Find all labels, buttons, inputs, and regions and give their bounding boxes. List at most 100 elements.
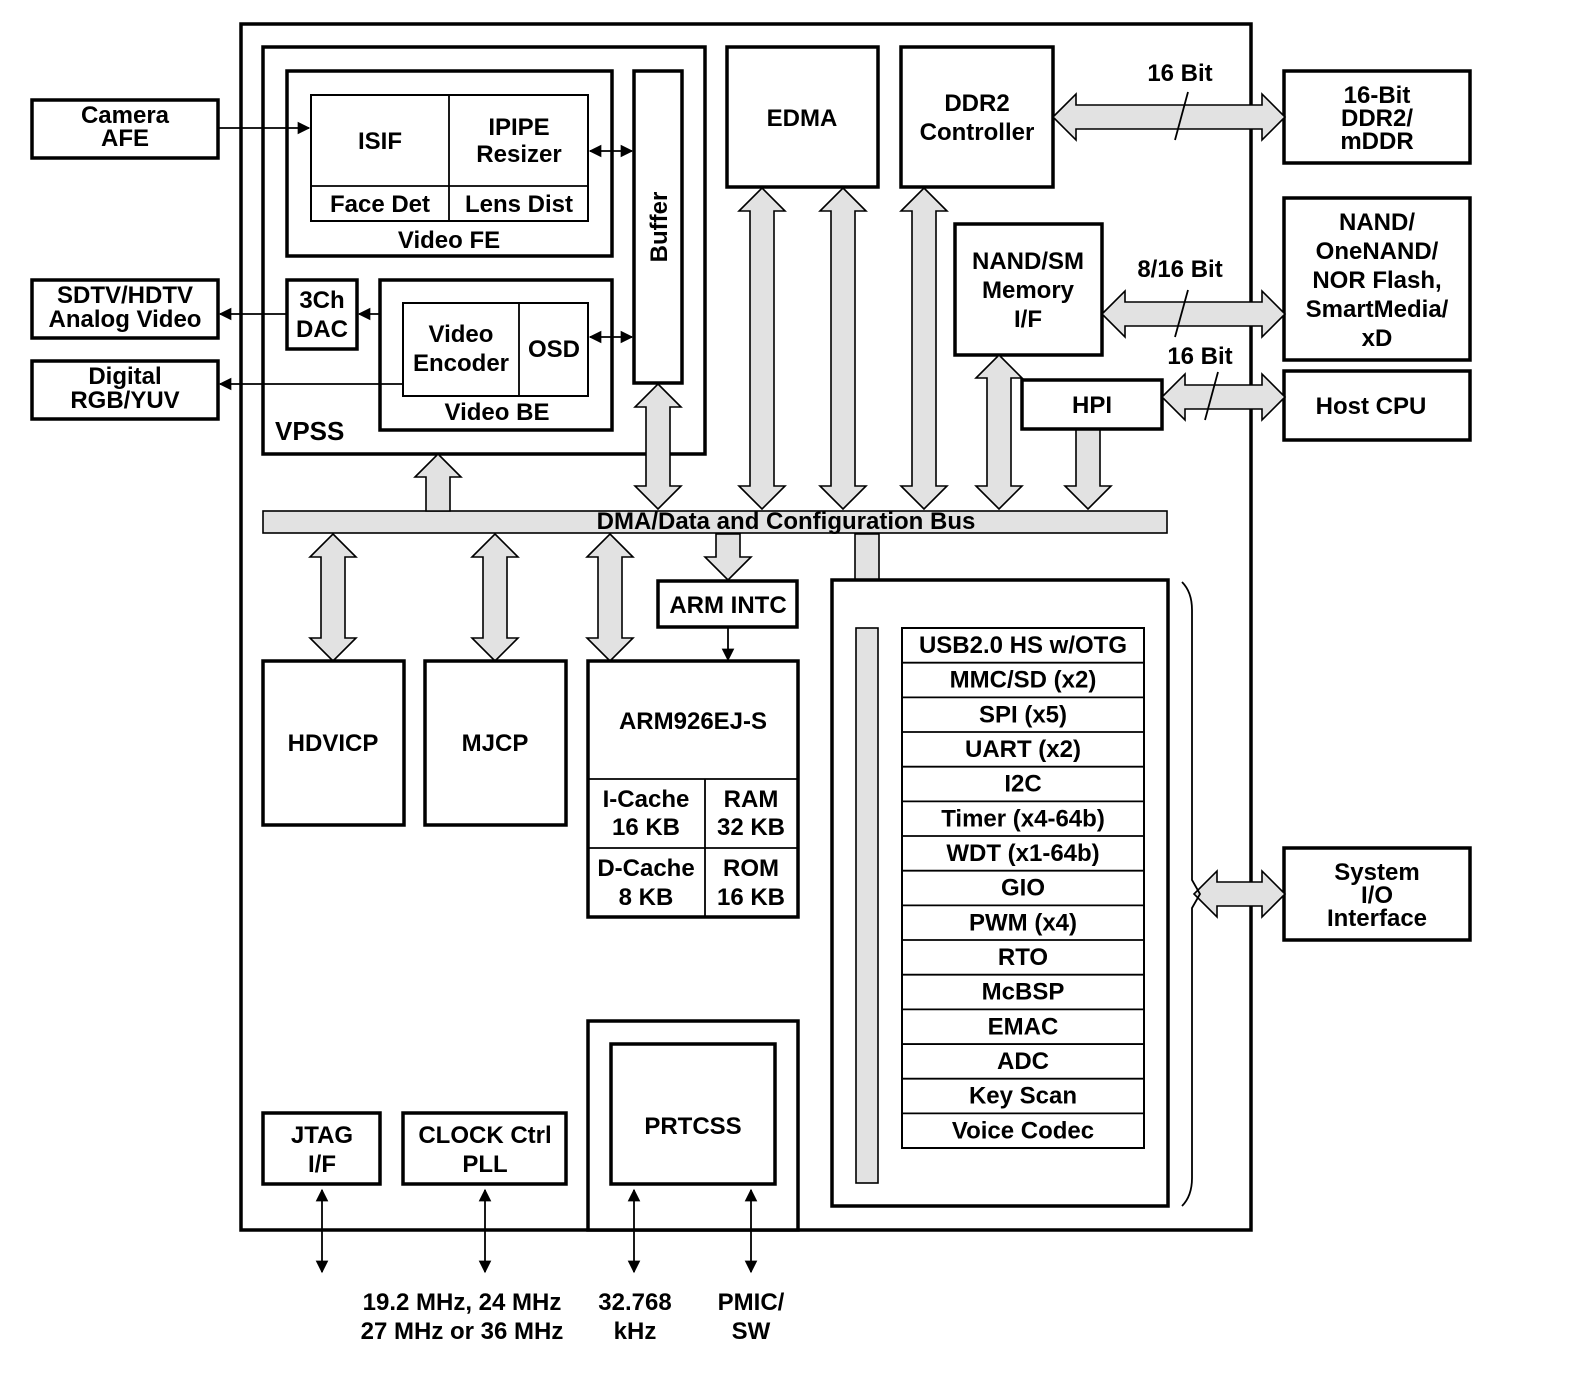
buffer-block [632, 69, 684, 385]
controller-label: Controller [920, 119, 1035, 146]
sdtv-label: SDTV/HDTV [57, 282, 193, 309]
jtag-if-label: I/F [308, 1151, 336, 1178]
peripheral-item: PWM (x4) [969, 909, 1077, 936]
peripheral-brace [1181, 581, 1202, 1207]
if-label: I/F [1014, 306, 1042, 333]
nand-flash-label-1: NAND/ [1339, 209, 1415, 236]
peripheral-list [901, 627, 1145, 1149]
clock-ctrl-label: CLOCK Ctrl [418, 1122, 551, 1149]
icache-label: I-Cache [603, 786, 690, 813]
nand-sm-label: NAND/SM [972, 248, 1084, 275]
icache-size: 16 KB [612, 814, 680, 841]
peripheral-item: USB2.0 HS w/OTG [919, 632, 1127, 659]
ddr-mem-label-1: 16-Bit [1344, 82, 1411, 109]
dma-bus-bar [262, 510, 1168, 534]
clock-ctrl-block [401, 1111, 568, 1186]
host-cpu-box [1282, 369, 1472, 442]
arm926-label: ARM926EJ-S [619, 708, 767, 735]
peripheral-item: Voice Codec [952, 1117, 1094, 1144]
hdvicp-label: HDVICP [288, 730, 379, 757]
rgb-yuv-label: RGB/YUV [70, 387, 179, 414]
video-fe-label: Video FE [398, 227, 500, 254]
edma-label: EDMA [767, 105, 838, 132]
prtcss-block [609, 1042, 777, 1186]
io-label: I/O [1361, 882, 1393, 909]
ddr-mem-label-3: mDDR [1340, 128, 1413, 155]
camera-label: Camera [81, 102, 170, 129]
peripheral-item: EMAC [988, 1013, 1059, 1040]
osd-label: OSD [528, 336, 580, 363]
memory-label: Memory [982, 277, 1075, 304]
peripheral-item: McBSP [982, 979, 1065, 1006]
mjcp-label: MJCP [462, 730, 529, 757]
hdvicp-block [261, 659, 406, 827]
peripheral-item: SPI (x5) [979, 701, 1067, 728]
hpi-block [1020, 378, 1164, 431]
sdtv-hdtv-box [30, 278, 220, 340]
rtc-freq-label-1: 32.768 [598, 1289, 671, 1316]
pll-label: PLL [462, 1151, 507, 1178]
isif-label: ISIF [358, 128, 402, 155]
nand-flash-box [1282, 196, 1472, 362]
ddr-mem-label-2: DDR2/ [1341, 105, 1413, 132]
interface-label: Interface [1327, 905, 1427, 932]
nand-flash-label-4: SmartMedia/ [1306, 296, 1449, 323]
face-det-label: Face Det [330, 191, 430, 218]
nand-bus-arrow [1100, 289, 1287, 339]
buffer-bus-arrow [633, 382, 683, 511]
nand-bus-vertical-arrow [974, 353, 1024, 511]
ddr2-label: DDR2 [944, 90, 1009, 117]
nand-flash-label-5: xD [1362, 325, 1393, 352]
digital-label: Digital [88, 363, 161, 390]
dcache-label: D-Cache [597, 855, 694, 882]
bus-arm-intc-arrow [703, 533, 753, 582]
ddr2-controller-block [899, 45, 1055, 189]
ddr-bus-width-label: 16 Bit [1147, 60, 1212, 87]
dac-label-1: 3Ch [299, 287, 344, 314]
ddr2-controller-bus-arrow [899, 186, 949, 511]
peripheral-rows: USB2.0 HS w/OTG MMC/SD (x2) SPI (x5) UART (… [902, 632, 1144, 1144]
peripheral-item: UART (x2) [965, 736, 1081, 763]
jtag-block [261, 1111, 382, 1186]
edma-block [725, 45, 880, 189]
dac-label-2: DAC [296, 316, 348, 343]
nand-sm-block [953, 222, 1104, 357]
hpi-bus-width-label: 16 Bit [1167, 343, 1232, 370]
peripheral-item: MMC/SD (x2) [950, 667, 1097, 694]
digital-rgb-box [30, 359, 220, 421]
hpi-bus-vertical-arrow [1063, 429, 1113, 511]
peripheral-item: I2C [1004, 771, 1041, 798]
peripheral-item: WDT (x1-64b) [946, 840, 1099, 867]
jtag-label: JTAG [291, 1122, 353, 1149]
clock-freq-label-2: 27 MHz or 36 MHz [361, 1318, 564, 1345]
peripheral-item: RTO [998, 944, 1048, 971]
video-be-label: Video BE [445, 399, 550, 426]
lens-dist-label: Lens Dist [465, 191, 573, 218]
edma-arrow-2 [818, 186, 868, 511]
vpss-label: VPSS [275, 416, 344, 446]
ram-label: RAM [724, 786, 779, 813]
pmic-label-1: PMIC/ [718, 1289, 785, 1316]
pmic-label-2: SW [732, 1318, 771, 1345]
clock-freq-label-1: 19.2 MHz, 24 MHz [363, 1289, 562, 1316]
camera-afe-box [30, 98, 220, 160]
ipipe-label: IPIPE [488, 114, 549, 141]
ram-size: 32 KB [717, 814, 785, 841]
buffer-label: Buffer [646, 192, 673, 263]
rom-label: ROM [723, 855, 779, 882]
encoder-label: Encoder [413, 350, 509, 377]
nand-flash-label-3: NOR Flash, [1312, 267, 1441, 294]
rom-size: 16 KB [717, 884, 785, 911]
hpi-label: HPI [1072, 392, 1112, 419]
host-cpu-label: Host CPU [1316, 393, 1427, 420]
prtcss-label: PRTCSS [644, 1113, 741, 1140]
peripheral-bus-bar [855, 627, 879, 1184]
ddr-bus-arrow [1051, 92, 1287, 142]
analog-video-label: Analog Video [49, 306, 202, 333]
edma-arrow-1 [737, 186, 787, 511]
hpi-bus-arrow [1160, 372, 1287, 422]
nand-bus-width-label: 8/16 Bit [1137, 256, 1222, 283]
video-be-inner [402, 302, 589, 397]
peripheral-item: Key Scan [969, 1083, 1077, 1110]
